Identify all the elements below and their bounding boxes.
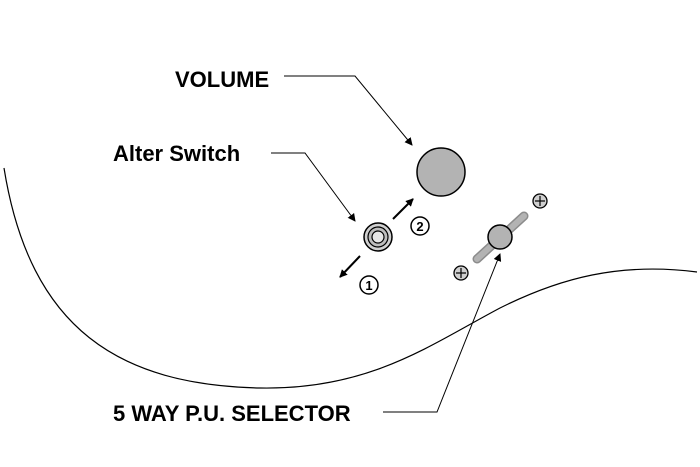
alter-switch-icon[interactable]: [363, 222, 393, 252]
svg-text:2: 2: [416, 219, 423, 234]
screw-icon: [453, 265, 469, 281]
selector-label: 5 WAY P.U. SELECTOR: [113, 401, 351, 426]
step-one-marker: 1: [359, 275, 379, 295]
svg-text:1: 1: [365, 278, 372, 293]
selector-leader-line: [383, 253, 502, 413]
volume-label: VOLUME: [175, 67, 269, 92]
selector-lever-icon[interactable]: [487, 224, 513, 250]
alter-switch-label: Alter Switch: [113, 141, 240, 166]
guitar-body-outline: [3, 167, 698, 389]
screw-icon: [532, 193, 548, 209]
push-direction-arrow: [392, 198, 414, 220]
pull-direction-arrow: [339, 255, 361, 278]
step-two-marker: 2: [410, 216, 430, 236]
volume-leader-line: [284, 75, 413, 146]
volume-knob-icon[interactable]: [416, 147, 466, 197]
alter-switch-leader-line: [271, 152, 356, 222]
